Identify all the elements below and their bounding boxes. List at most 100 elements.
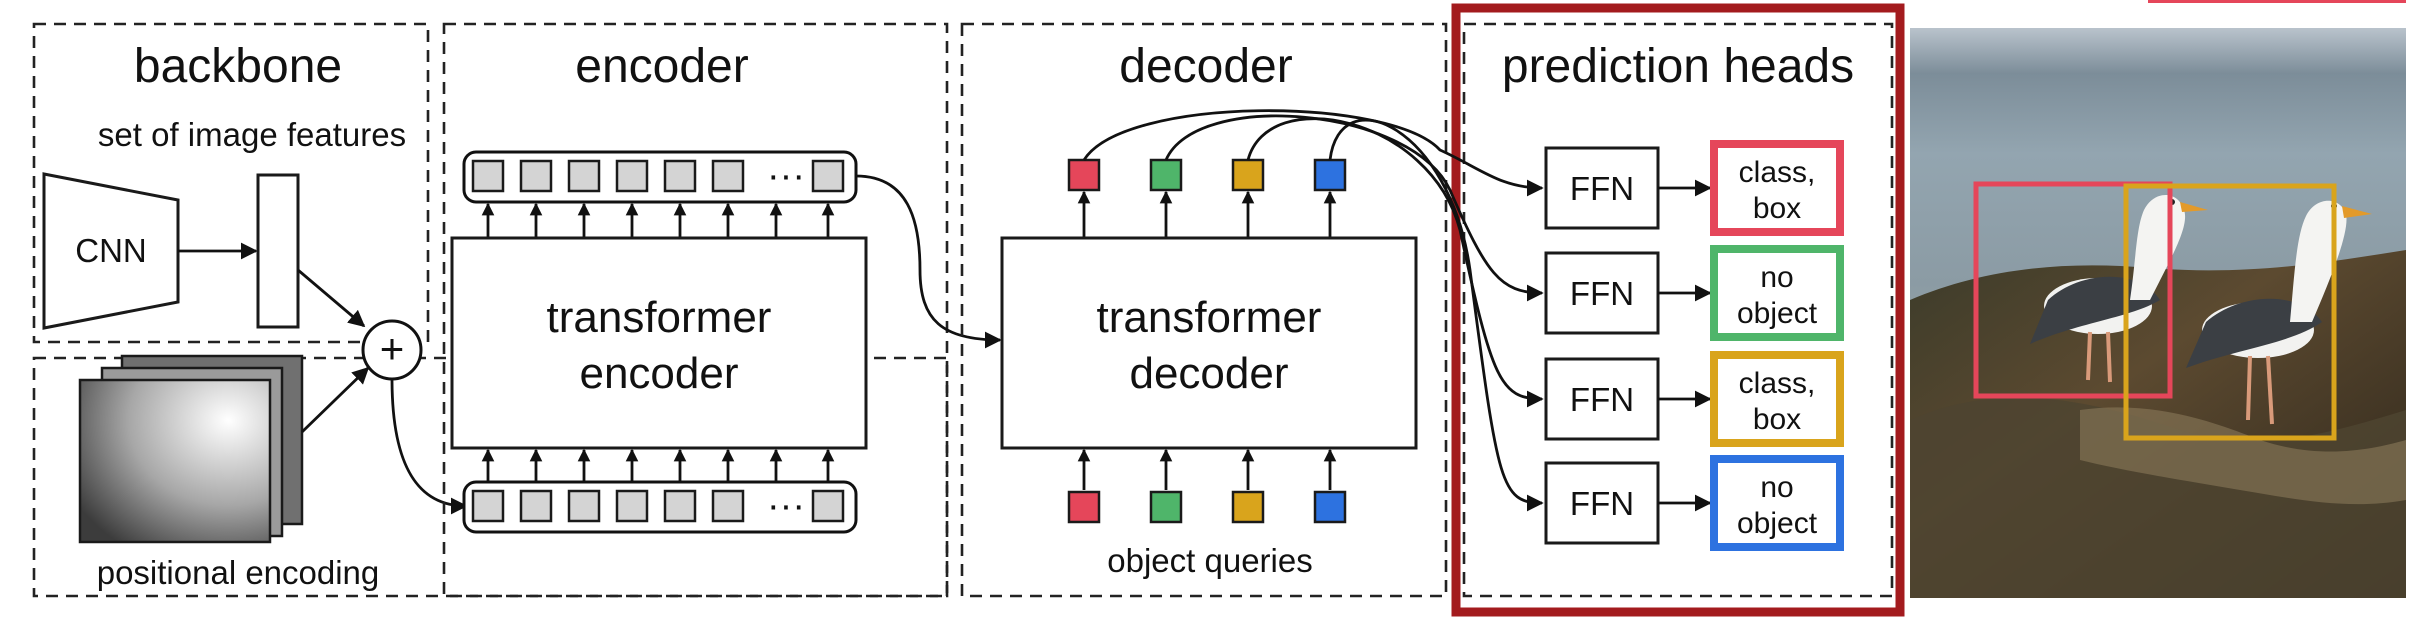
decoder-output-embedding [1231, 158, 1265, 192]
encoder-output-arrows [481, 202, 835, 238]
backbone-frame [32, 22, 430, 344]
feature-token [519, 489, 553, 523]
add-to-encoder-arrow [390, 378, 468, 515]
detection-result-image [1910, 0, 2406, 598]
plus-symbol: + [380, 325, 405, 372]
decoder-output-arrows [1077, 190, 1337, 238]
detection-box-red [1973, 181, 2173, 399]
ffn-label: FFN [1570, 485, 1634, 522]
decoder-to-ffn-arrow [1082, 109, 1544, 197]
feature-token [811, 159, 845, 193]
object-query [1231, 490, 1265, 524]
encoder-output-tokens [471, 159, 845, 193]
transformer-decoder-block [1000, 236, 1418, 450]
image-features-block [256, 173, 300, 329]
encoder-title: encoder [575, 40, 748, 93]
decoder-output-embeddings [1067, 158, 1347, 192]
decoder-output-embedding [1149, 158, 1183, 192]
gull-beak [2342, 206, 2372, 218]
encoder-panel: encoder ··· transformer encoder ··· [442, 22, 1002, 598]
object-query [1067, 490, 1101, 524]
ffn-label: FFN [1570, 275, 1634, 312]
decoder-panel: decoder transformer decoder object queri… [960, 22, 1448, 598]
feature-token [567, 159, 601, 193]
pos-to-add-arrow [301, 366, 370, 434]
prediction-output-line2: box [1753, 192, 1801, 225]
ffn-label: FFN [1570, 170, 1634, 207]
features-to-add-arrow [297, 268, 366, 328]
feature-token [711, 159, 745, 193]
ffn-block [1544, 461, 1660, 545]
decoder-to-ffn-arrow [1164, 114, 1544, 302]
rock-highlight [2080, 407, 2406, 505]
decoder-to-ffn-arrows [1082, 109, 1544, 512]
decoder-title: decoder [1119, 40, 1292, 93]
encoder-frame [442, 22, 949, 598]
feature-token [711, 489, 745, 523]
prediction-output-line1: no [1760, 471, 1793, 504]
gull-leg-2 [2106, 331, 2112, 383]
prediction-output-line2: object [1737, 297, 1818, 330]
prediction-output-box [1710, 455, 1844, 551]
ffn-block [1544, 357, 1660, 441]
feature-token [663, 159, 697, 193]
feature-token [663, 489, 697, 523]
prediction-heads-highlight [1451, 3, 1905, 617]
gull-wing [2186, 298, 2322, 368]
decoder-frame [960, 22, 1448, 598]
object-query-tokens [1067, 490, 1347, 524]
prediction-output-box [1710, 351, 1844, 447]
feature-token [615, 159, 649, 193]
feature-token [811, 489, 845, 523]
image-features-label: set of image features [98, 116, 406, 153]
ffn-block [1544, 146, 1660, 230]
decoder-output-embedding [1067, 158, 1101, 192]
encoder-output-ellipsis: ··· [767, 155, 805, 197]
prediction-output-line2: object [1737, 507, 1818, 540]
prediction-output-line2: box [1753, 403, 1801, 436]
feature-token [567, 489, 601, 523]
prediction-heads-title: prediction heads [1502, 40, 1854, 93]
decoder-output-embedding [1313, 158, 1347, 192]
feature-token [471, 489, 505, 523]
prediction-output-line1: class, [1739, 156, 1816, 189]
cnn-block [42, 172, 180, 330]
backbone-panel: backbone set of image features CNN posit… [32, 22, 949, 598]
photo-top-accent [2148, 0, 2406, 3]
encoder-block-line1: transformer [547, 293, 772, 342]
prediction-output-line1: class, [1739, 367, 1816, 400]
backbone-title: backbone [134, 40, 342, 93]
encoder-input-tokens [471, 489, 845, 523]
decoder-to-ffn-arrow [1328, 118, 1544, 512]
feature-token [471, 159, 505, 193]
decoder-block-line2: decoder [1129, 349, 1288, 398]
gull-leg [2246, 355, 2252, 421]
gull-leg-2 [2266, 355, 2274, 425]
encoder-input-ellipsis: ··· [767, 485, 805, 527]
gull-leg [2086, 331, 2092, 381]
encoder-to-decoder-arrow [855, 174, 1002, 349]
prediction-output-box [1710, 245, 1844, 341]
decoder-block-line1: transformer [1097, 293, 1322, 342]
feature-token [615, 489, 649, 523]
object-query [1313, 490, 1347, 524]
ffn-label: FFN [1570, 381, 1634, 418]
pos-encoding-map [78, 378, 272, 544]
detection-box-gold [2123, 183, 2337, 441]
cnn-label: CNN [75, 232, 147, 269]
encoder-block-line2: encoder [579, 349, 738, 398]
decoder-to-ffn-arrow [1246, 117, 1544, 408]
feature-token [519, 159, 553, 193]
object-query [1149, 490, 1183, 524]
positional-encoding-label: positional encoding [97, 554, 380, 591]
object-queries-label: object queries [1107, 542, 1312, 579]
prediction-output-box [1710, 140, 1844, 236]
prediction-output-line1: no [1760, 261, 1793, 294]
transformer-encoder-block [450, 236, 868, 450]
gull-beak [2180, 202, 2208, 212]
decoder-query-arrows [1077, 448, 1337, 490]
encoder-input-arrows [481, 448, 835, 482]
